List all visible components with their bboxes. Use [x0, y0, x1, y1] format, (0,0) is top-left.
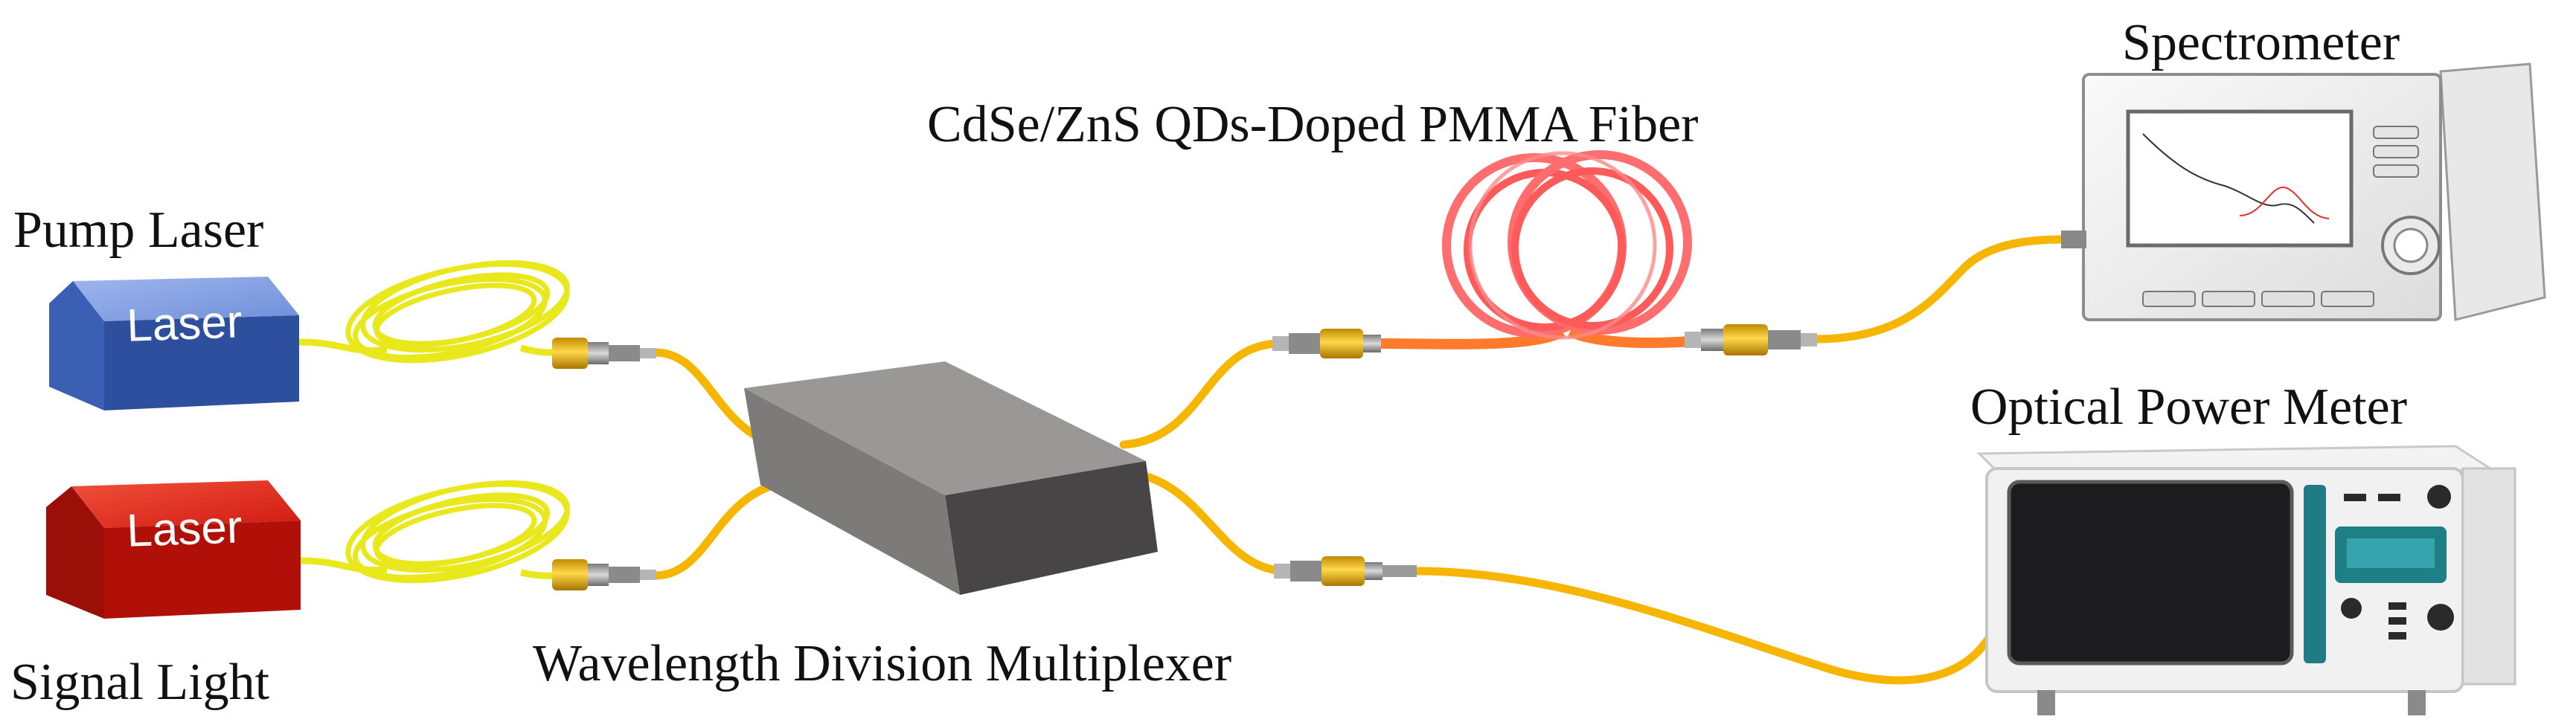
- spectrometer-slot: [2202, 291, 2255, 307]
- pump-laser-label: Pump Laser: [13, 202, 263, 259]
- spectrometer-fiber: [1811, 235, 2066, 344]
- pump-laser-coil: [298, 260, 570, 364]
- power-meter-button: [2388, 632, 2406, 640]
- spectrometer-button: [2373, 126, 2419, 139]
- spectrometer-input-port: [2061, 231, 2086, 248]
- spectrum-curve-black: [2142, 133, 2315, 224]
- fiber-cables: [650, 235, 2066, 685]
- spectrometer-device: [2061, 62, 2546, 321]
- spectrometer-slot: [2142, 291, 2196, 307]
- spectrometer-right-side: [2439, 62, 2546, 321]
- pump-connector: [552, 338, 656, 369]
- wdm-front: [945, 461, 1158, 595]
- spectrometer-button: [2373, 164, 2419, 178]
- qd-fiber-label: CdSe/ZnS QDs-Doped PMMA Fiber: [927, 96, 1698, 153]
- power-meter-button: [2378, 494, 2400, 501]
- wdm-label: Wavelength Division Multiplexer: [533, 635, 1231, 692]
- power-meter-button: [2427, 604, 2454, 631]
- power-meter-foot: [2408, 690, 2426, 715]
- pump-laser-front: [104, 315, 299, 410]
- power-meter-display: [2007, 480, 2294, 666]
- wdm-top: [744, 361, 1146, 495]
- wavelength-division-multiplexer: [744, 361, 1158, 595]
- spectrum-curve-red: [2239, 186, 2330, 219]
- power-meter-accent-strip: [2304, 485, 2326, 663]
- signal-light-laser: Laser: [46, 480, 301, 619]
- qd-fiber-output-connector: [1685, 324, 1817, 355]
- signal-laser-coil: [300, 480, 570, 584]
- wdm-to-qd-fiber: [1119, 339, 1284, 449]
- power-meter-button: [2427, 485, 2451, 509]
- power-meter-button: [2344, 494, 2366, 501]
- power-meter-button: [2388, 602, 2406, 610]
- spectrometer-label: Spectrometer: [2122, 14, 2400, 71]
- qd-fiber-input-connector: [1272, 329, 1381, 358]
- wdm-to-power-meter-fiber: [1127, 468, 1292, 576]
- power-meter-side: [2461, 467, 2516, 686]
- spectrometer-button: [2373, 145, 2419, 158]
- pump-laser-box-text: Laser: [126, 296, 243, 351]
- optical-power-meter-device: [1976, 445, 2516, 715]
- pump-laser-top: [73, 277, 299, 321]
- power-meter-readout-inner: [2347, 538, 2435, 568]
- signal-connector: [552, 559, 656, 590]
- wdm-side: [744, 388, 960, 595]
- power-meter-button: [2388, 617, 2406, 625]
- signal-laser-side: [46, 486, 104, 619]
- signal-laser-top: [71, 480, 301, 528]
- spectrometer-knob-inner: [2393, 228, 2429, 263]
- spectrometer-slot: [2261, 291, 2315, 307]
- spectrometer-screen: [2126, 109, 2354, 248]
- power-meter-connector: [1274, 556, 1417, 586]
- signal-laser-front: [104, 521, 301, 619]
- optical-power-meter-label: Optical Power Meter: [1970, 379, 2407, 436]
- power-meter-foot: [2037, 690, 2055, 715]
- pump-laser: Laser: [49, 277, 299, 410]
- qd-doped-pmma-fiber-coil: [1380, 150, 1705, 349]
- pump-laser-side: [49, 281, 104, 410]
- power-meter-button: [2341, 598, 2362, 619]
- signal-laser-box-text: Laser: [126, 501, 243, 556]
- signal-light-label: Signal Light: [10, 654, 270, 711]
- spectrometer-slot: [2321, 291, 2374, 307]
- power-meter-fiber: [1413, 567, 2006, 685]
